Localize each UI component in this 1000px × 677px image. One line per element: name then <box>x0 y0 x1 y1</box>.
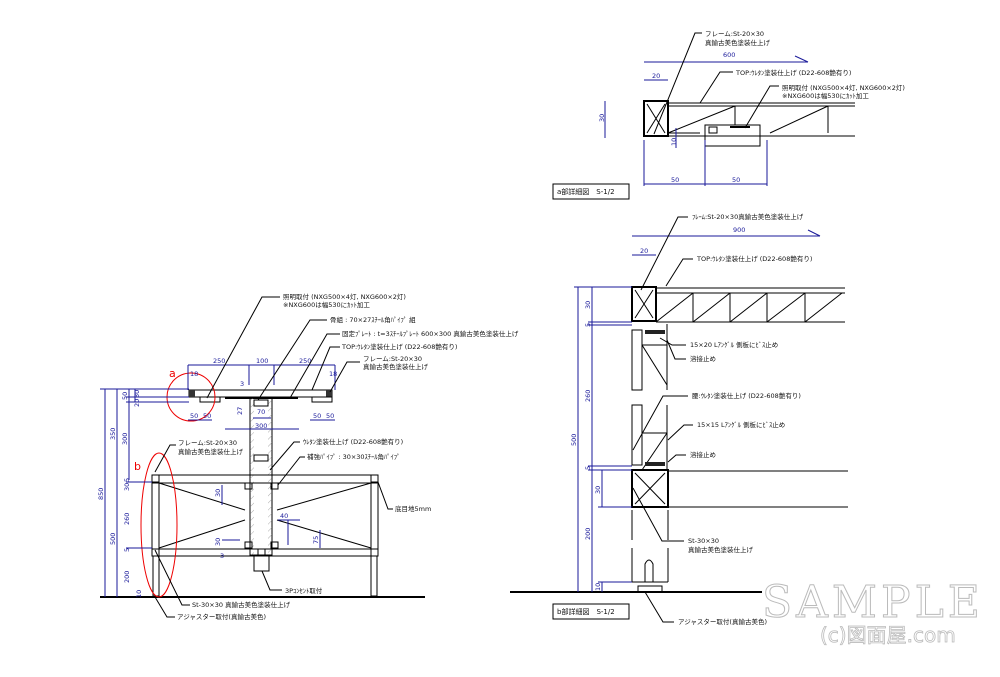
dim-50-c: 50 <box>313 412 321 420</box>
label-frame-top: フレーム:St-20×30 <box>363 355 422 363</box>
label-reinforce-pipe: 補強ﾊﾟｲﾌﾟ : 30×30ｽﾁｰﾙ角ﾊﾟｲﾌﾟ <box>307 452 400 461</box>
label-lighting-note: ※NXG600は幅530にｶｯﾄ加工 <box>283 300 370 309</box>
dim-20: 20 <box>640 247 648 255</box>
label-frame: フレーム:St-20×30 <box>705 30 764 38</box>
lower-frame-top <box>151 474 379 484</box>
dim-75: 75 <box>312 536 320 544</box>
dim-5-bottom: 5 <box>584 466 592 470</box>
frame-section-bottom <box>631 469 669 508</box>
dim-50-right: 50 <box>732 176 740 184</box>
dim-50-top: 50 <box>121 392 129 400</box>
dim-27: 27 <box>236 407 244 415</box>
detail-b-title-box <box>552 603 630 620</box>
dim-260: 260 <box>123 513 131 525</box>
label-lighting: 照明取付 (NXG500×4灯, NXG600×2灯) <box>782 83 905 92</box>
dim-5-a: 5 <box>123 478 131 482</box>
dim-250-right: 250 <box>299 357 311 365</box>
dim-300-plate: 300 <box>255 422 267 430</box>
label-angle-15x15: 15×15 Lｱﾝｸﾞﾙ 側板にﾋﾞｽ止め <box>697 420 785 429</box>
dim-900: 900 <box>733 226 745 234</box>
dim-30-bottom: 30 <box>594 486 602 494</box>
label-st-finish: 真鍮古美色塗装仕上げ <box>688 545 754 554</box>
detail-b: 900 20 500 30 5 260 5 30 200 10 ﾌﾚｰﾑ:St-… <box>510 212 848 626</box>
dim-30-reinforce-a: 30 <box>214 489 222 497</box>
dim-30-b: 30 <box>123 483 131 491</box>
power-outlet <box>253 555 270 572</box>
label-frame-b: フレーム:St-20×30 <box>178 439 237 447</box>
dim-350: 350 <box>109 428 117 440</box>
label-skeleton: 骨組 : 70×27ｽﾁｰﾙ角ﾊﾟｲﾌﾟ 組 <box>330 315 416 324</box>
label-angle-15x20: 15×20 Lｱﾝｸﾞﾙ 側板にﾋﾞｽ止め <box>690 340 778 349</box>
dim-5-top: 5 <box>584 323 592 327</box>
dim-50-d: 50 <box>326 412 334 420</box>
dim-850: 850 <box>97 488 105 500</box>
label-fixing-plate: 固定ﾌﾟﾚｰﾄ : t=3ｽﾁｰﾙﾌﾟﾚｰﾄ 600×300 真鍮古美色塗装仕上… <box>342 329 519 338</box>
detail-a-marker: a <box>169 367 176 380</box>
dim-30: 30 <box>598 114 606 122</box>
dim-500: 500 <box>109 533 117 545</box>
dim-30-top: 30 <box>133 390 141 398</box>
label-adjuster: アジャスター取付(真鍮古美色) <box>177 612 266 621</box>
label-weld-bottom: 溶接止め <box>690 450 716 459</box>
dim-50-left: 50 <box>671 176 679 184</box>
dim-20-top: 20 <box>133 399 141 407</box>
dim-18-right: 18 <box>329 370 337 378</box>
adjuster-foot <box>644 559 654 582</box>
label-top-finish: TOP:ｳﾚﾀﾝ塗装仕上げ (D22-608艶有り) <box>696 254 812 263</box>
dim-300: 300 <box>121 433 129 445</box>
detail-a-title-box <box>552 183 630 200</box>
dim-30-top: 30 <box>584 301 592 309</box>
label-top-finish: TOP:ｳﾚﾀﾝ塗装仕上げ (D22-608艶有り) <box>735 68 851 77</box>
label-frame-finish: 真鍮古美色塗装仕上げ <box>705 38 771 47</box>
dim-10: 10 <box>670 138 678 146</box>
dim-200: 200 <box>584 528 592 540</box>
dim-30-reinforce-b: 30 <box>214 538 222 546</box>
dim-70: 70 <box>257 408 265 416</box>
label-waist-finish: 腰:ｳﾚﾀﾝ塗装仕上げ (D22-608艶有り) <box>692 391 801 400</box>
label-urethane: ｳﾚﾀﾝ塗装仕上げ (D22-608艶有り) <box>303 437 403 446</box>
label-top-finish: TOP:ｳﾚﾀﾝ塗装仕上げ (D22-608艶有り) <box>341 342 457 351</box>
dim-3: 3 <box>240 380 244 388</box>
dim-10: 10 <box>594 583 602 591</box>
light-fixture <box>704 124 761 147</box>
dim-3-b: 3 <box>220 552 224 560</box>
dim-50-a: 50 <box>190 412 198 420</box>
label-st-30: St-30×30 <box>688 537 719 545</box>
dim-50-b: 50 <box>203 412 211 420</box>
dim-200: 200 <box>123 571 131 583</box>
dim-20: 20 <box>652 72 660 80</box>
frame-section-top <box>631 286 657 322</box>
detail-b-marker-ellipse <box>140 452 178 598</box>
dim-600: 600 <box>723 51 735 59</box>
label-frame: ﾌﾚｰﾑ:St-20×30真鍮古美色塗装仕上げ <box>692 212 804 221</box>
dim-260: 260 <box>584 390 592 402</box>
label-frame-top-finish: 真鍮古美色塗装仕上げ <box>363 362 429 371</box>
dim-5-b: 5 <box>123 548 131 552</box>
detail-a: 600 20 30 10 50 50 フレーム:St-20×30 真鍮古美色塗装… <box>552 30 905 200</box>
label-bottom-joint: 底目地5mm <box>395 504 431 513</box>
detail-b-title: b部詳細図 S-1/2 <box>557 607 615 616</box>
label-lighting: 照明取付 (NXG500×4灯, NXG600×2灯) <box>283 292 406 301</box>
elevation-view: a b 250 100 250 18 18 3 27 70 300 50 50 … <box>97 292 519 621</box>
dim-500: 500 <box>570 434 578 446</box>
label-adjuster: アジャスター取付(真鍮古美色) <box>678 617 767 626</box>
label-weld-top: 溶接止め <box>690 354 716 363</box>
dim-100: 100 <box>256 357 268 365</box>
watermark-sample: SAMPLE <box>762 577 984 628</box>
dim-10: 10 <box>135 590 143 598</box>
label-st-30: St-30×30 真鍮古美色塗装仕上げ <box>192 600 291 609</box>
dim-250-left: 250 <box>213 357 225 365</box>
detail-b-marker: b <box>134 460 141 473</box>
frame-section <box>643 100 669 137</box>
dim-40: 40 <box>280 512 288 520</box>
detail-a-title: a部詳細図 S-1/2 <box>557 187 615 196</box>
dim-18-left: 18 <box>190 370 198 378</box>
label-outlet: 3Pｺﾝｾﾝﾄ取付 <box>285 586 323 595</box>
watermark-copyright: (c)図面屋.com <box>820 623 956 647</box>
label-lighting-note: ※NXG600は幅530にｶｯﾄ加工 <box>782 91 869 100</box>
label-frame-b-finish: 真鍮古美色塗装仕上げ <box>178 447 244 456</box>
